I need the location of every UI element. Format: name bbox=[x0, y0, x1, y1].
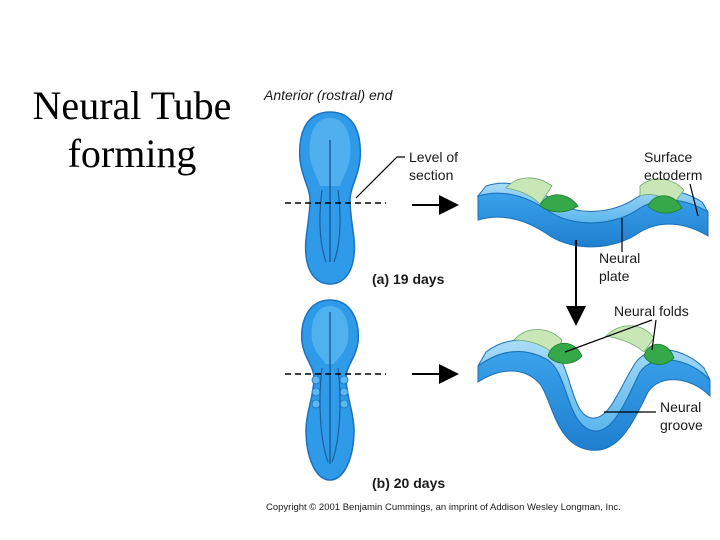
surface-ectoderm-label-line-2: ectoderm bbox=[644, 167, 702, 183]
level-of-section-label-line-2: section bbox=[409, 167, 453, 183]
embryo-19-days bbox=[298, 111, 362, 285]
neural-plate-label-line-2: plate bbox=[599, 268, 630, 284]
level-pointer-line bbox=[355, 156, 405, 199]
anterior-end-label: Anterior (rostral) end bbox=[263, 87, 394, 103]
copyright-text: Copyright © 2001 Benjamin Cummings, an i… bbox=[266, 502, 621, 513]
embryo-20-days bbox=[300, 299, 360, 481]
surface-ectoderm-pointer bbox=[689, 183, 699, 217]
neural-groove-label-line-2: groove bbox=[660, 417, 703, 433]
neural-plate-label-line-1: Neural bbox=[599, 250, 640, 266]
slide-title-line-1: Neural Tube bbox=[32, 83, 232, 128]
neural-groove-label-line-1: Neural bbox=[660, 399, 701, 415]
neural-folds-pointer-left bbox=[564, 319, 653, 353]
caption-19-days: (a) 19 days bbox=[372, 271, 445, 287]
slide-title: Neural Tube forming bbox=[8, 82, 256, 178]
cross-section-19-days bbox=[476, 177, 709, 248]
surface-ectoderm-label-line-1: Surface bbox=[644, 149, 692, 165]
slide-title-line-2: forming bbox=[67, 131, 197, 176]
level-of-section-label-line-1: Level of bbox=[409, 149, 458, 165]
caption-20-days: (b) 20 days bbox=[372, 475, 445, 491]
neural-folds-pointer-right bbox=[651, 319, 657, 351]
neural-folds-label: Neural folds bbox=[614, 303, 689, 319]
